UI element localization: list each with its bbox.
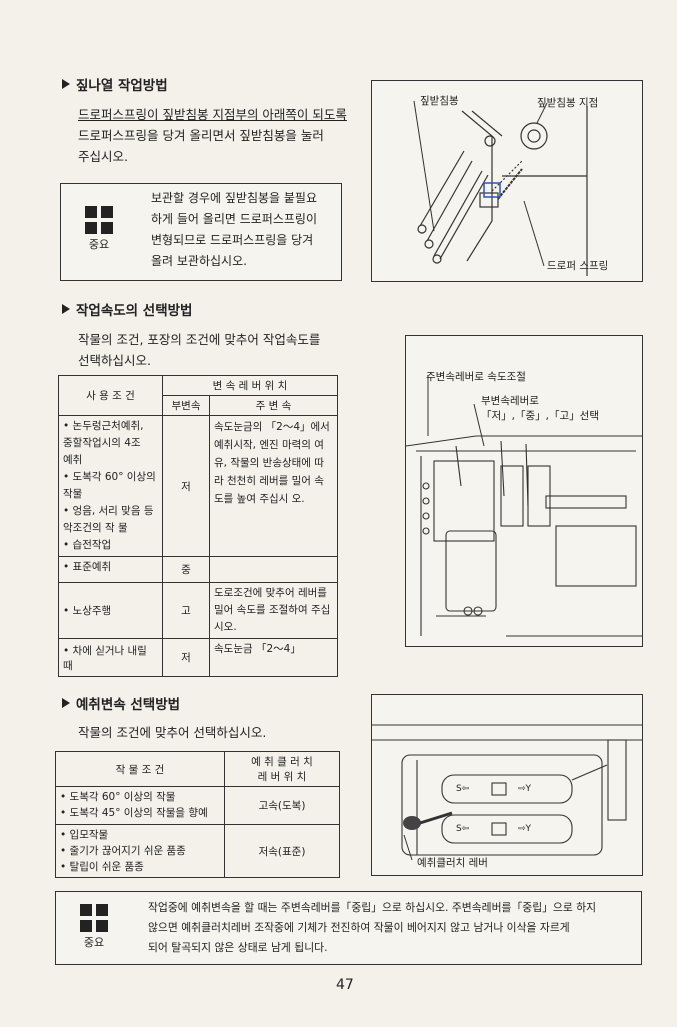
notice-bottom-text: 작업중에 예취변속을 할 때는 주변속레버를「중립」으로 하십시오. 주변속레버… xyxy=(148,901,597,954)
mark-y-right: ⇨Y xyxy=(518,824,532,834)
mark-y-right: ⇨Y xyxy=(518,784,532,794)
label-rod-pivot: 짚받침봉 지점 xyxy=(537,97,599,109)
condition-cell: • 입모작물 • 줄기가 끊어지기 쉬운 품종 • 탈립이 쉬운 품종 xyxy=(55,824,225,878)
figure-straw-rod: 짚받침봉 짚받침봉 지점 드로퍼 스프링 xyxy=(371,80,643,282)
section3-text: 작물의 조건에 맞추어 선택하십시오. xyxy=(78,725,267,740)
label-main-shift-lever: 주변속레버로 속도조절 xyxy=(426,371,526,383)
header-clutch-position: 예 취 클 러 치 레 버 위 치 xyxy=(224,751,340,787)
mark-s-left: S⇦ xyxy=(456,784,470,794)
table-row: • 도복각 60° 이상의 작물 • 도복각 45° 이상의 작물을 향예 고속… xyxy=(55,786,340,825)
notice-text: 보관할 경우에 짚받침봉을 붙필요 하게 들어 올리면 드로퍼스프링이 변형되므… xyxy=(151,191,318,268)
main-shift-cell: 속도눈금의 「2～4」에서 예취시작, 엔진 마력의 여유, 작물의 반송상태에… xyxy=(209,415,338,557)
main-shift-cell: 속도눈금 「2～4」 xyxy=(209,638,338,677)
sub-shift-cell: 저 xyxy=(162,415,210,557)
figure-shift-levers: 주변속레버로 속도조절 부변속레버로 「저」,「중」,「고」선택 xyxy=(405,335,643,647)
main-shift-cell xyxy=(209,556,338,583)
table-row: • 노상주행 고 도로조건에 맞추어 레버를 밀어 속도를 조절하여 주십시오. xyxy=(58,582,338,639)
sub-shift-cell: 중 xyxy=(162,556,210,583)
speed-table: 사 용 조 건 변 속 레 버 위 치 부변속 주 변 속 • 논두렁근처예취,… xyxy=(58,375,338,677)
header-sub-shift: 부변속 xyxy=(162,395,210,416)
label-cutting-clutch-lever: 예취클러치 레버 xyxy=(417,857,488,869)
label-sub-shift-positions: 「저」,「중」,「고」선택 xyxy=(481,410,599,422)
label-straw-rod: 짚받침봉 xyxy=(420,95,459,107)
section1-text: 드로퍼스프링이 짚받침봉 지점부의 아래쪽이 되도록 드로퍼스프링을 당겨 올리… xyxy=(78,107,347,164)
section-heading-straw-arrange: 짚나열 작업방법 xyxy=(62,74,168,94)
condition-cell: • 논두렁근처예취, 중할작업시의 4조 예취 • 도복각 60° 이상의 작물… xyxy=(58,415,163,557)
header-lever-position: 변 속 레 버 위 치 xyxy=(162,375,338,396)
straw-rod-illustration xyxy=(413,100,588,276)
figure-cutting-clutch: S⇦ ⇨Y S⇦ ⇨Y 예취클러치 레버 xyxy=(371,694,643,876)
bullet-triangle-icon xyxy=(62,304,70,314)
important-icon xyxy=(80,904,108,932)
table-row: • 입모작물 • 줄기가 끊어지기 쉬운 품종 • 탈립이 쉬운 품종 저속(표… xyxy=(55,824,340,878)
sub-shift-cell: 저 xyxy=(162,638,210,677)
section-heading-speed-select: 작업속도의 선택방법 xyxy=(62,299,192,319)
label-dropper-spring: 드로퍼 스프링 xyxy=(547,260,609,272)
condition-cell: • 노상주행 xyxy=(58,582,163,639)
main-shift-cell: 도로조건에 맞추어 레버를 밀어 속도를 조절하여 주십시오. xyxy=(209,582,338,639)
label-sub-shift-lever: 부변속레버로 xyxy=(481,395,539,407)
bullet-triangle-icon xyxy=(62,79,70,89)
clutch-position-cell: 고속(도복) xyxy=(224,786,340,825)
bullet-triangle-icon xyxy=(62,698,70,708)
header-main-shift: 주 변 속 xyxy=(209,395,338,416)
cutting-clutch-illustration xyxy=(372,724,642,861)
notice-box-storage: 중요 보관할 경우에 짚받침봉을 붙필요 하게 들어 올리면 드로퍼스프링이 변… xyxy=(60,183,342,281)
condition-cell: • 차에 싣거나 내릴 때 xyxy=(58,638,163,677)
clutch-position-cell: 저속(표준) xyxy=(224,824,340,878)
section-heading-cutting-speed: 예취변속 선택방법 xyxy=(62,693,180,713)
mark-s-left: S⇦ xyxy=(456,824,470,834)
table-row: • 표준예취 중 xyxy=(58,556,338,583)
important-symbol: 중요 xyxy=(85,206,113,252)
section2-text: 작물의 조건, 포장의 조건에 맞추어 작업속도를 선택하십시오. xyxy=(78,332,321,368)
table-row: • 차에 싣거나 내릴 때 저 속도눈금 「2～4」 xyxy=(58,638,338,677)
sub-shift-cell: 고 xyxy=(162,582,210,639)
table-row: • 논두렁근처예취, 중할작업시의 4조 예취 • 도복각 60° 이상의 작물… xyxy=(58,415,338,557)
important-symbol: 중요 xyxy=(80,904,108,950)
shift-lever-illustration xyxy=(405,376,642,637)
condition-cell: • 도복각 60° 이상의 작물 • 도복각 45° 이상의 작물을 향예 xyxy=(55,786,225,825)
condition-cell: • 표준예취 xyxy=(58,556,163,583)
header-condition: 사 용 조 건 xyxy=(58,375,163,416)
notice-box-cutting-shift: 중요 작업중에 예취변속을 할 때는 주변속레버를「중립」으로 하십시오. 주변… xyxy=(55,891,642,965)
important-icon xyxy=(85,206,113,234)
page-number: 47 xyxy=(336,977,354,993)
cutting-speed-table: 작 물 조 건 예 취 클 러 치 레 버 위 치 • 도복각 60° 이상의 … xyxy=(55,751,340,878)
header-crop-condition: 작 물 조 건 xyxy=(55,751,225,787)
